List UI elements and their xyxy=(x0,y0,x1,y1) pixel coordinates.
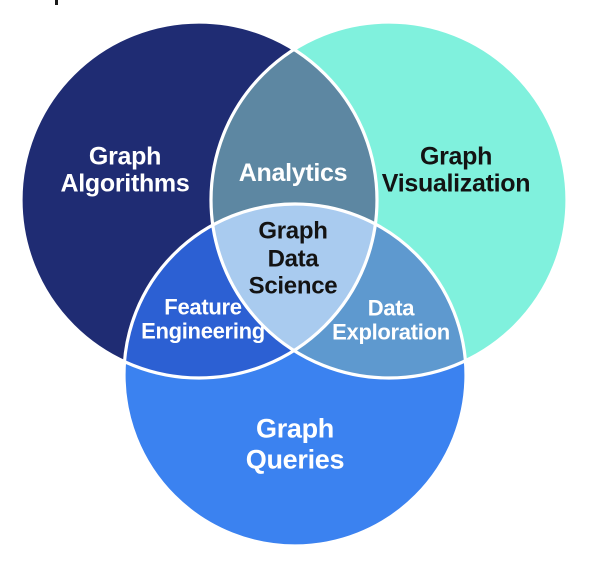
outline-graph-algorithms xyxy=(19,20,379,380)
outline-graph-visualization xyxy=(209,20,569,380)
cropped-text-artifact xyxy=(55,0,58,5)
outline-graph-queries xyxy=(122,202,468,548)
